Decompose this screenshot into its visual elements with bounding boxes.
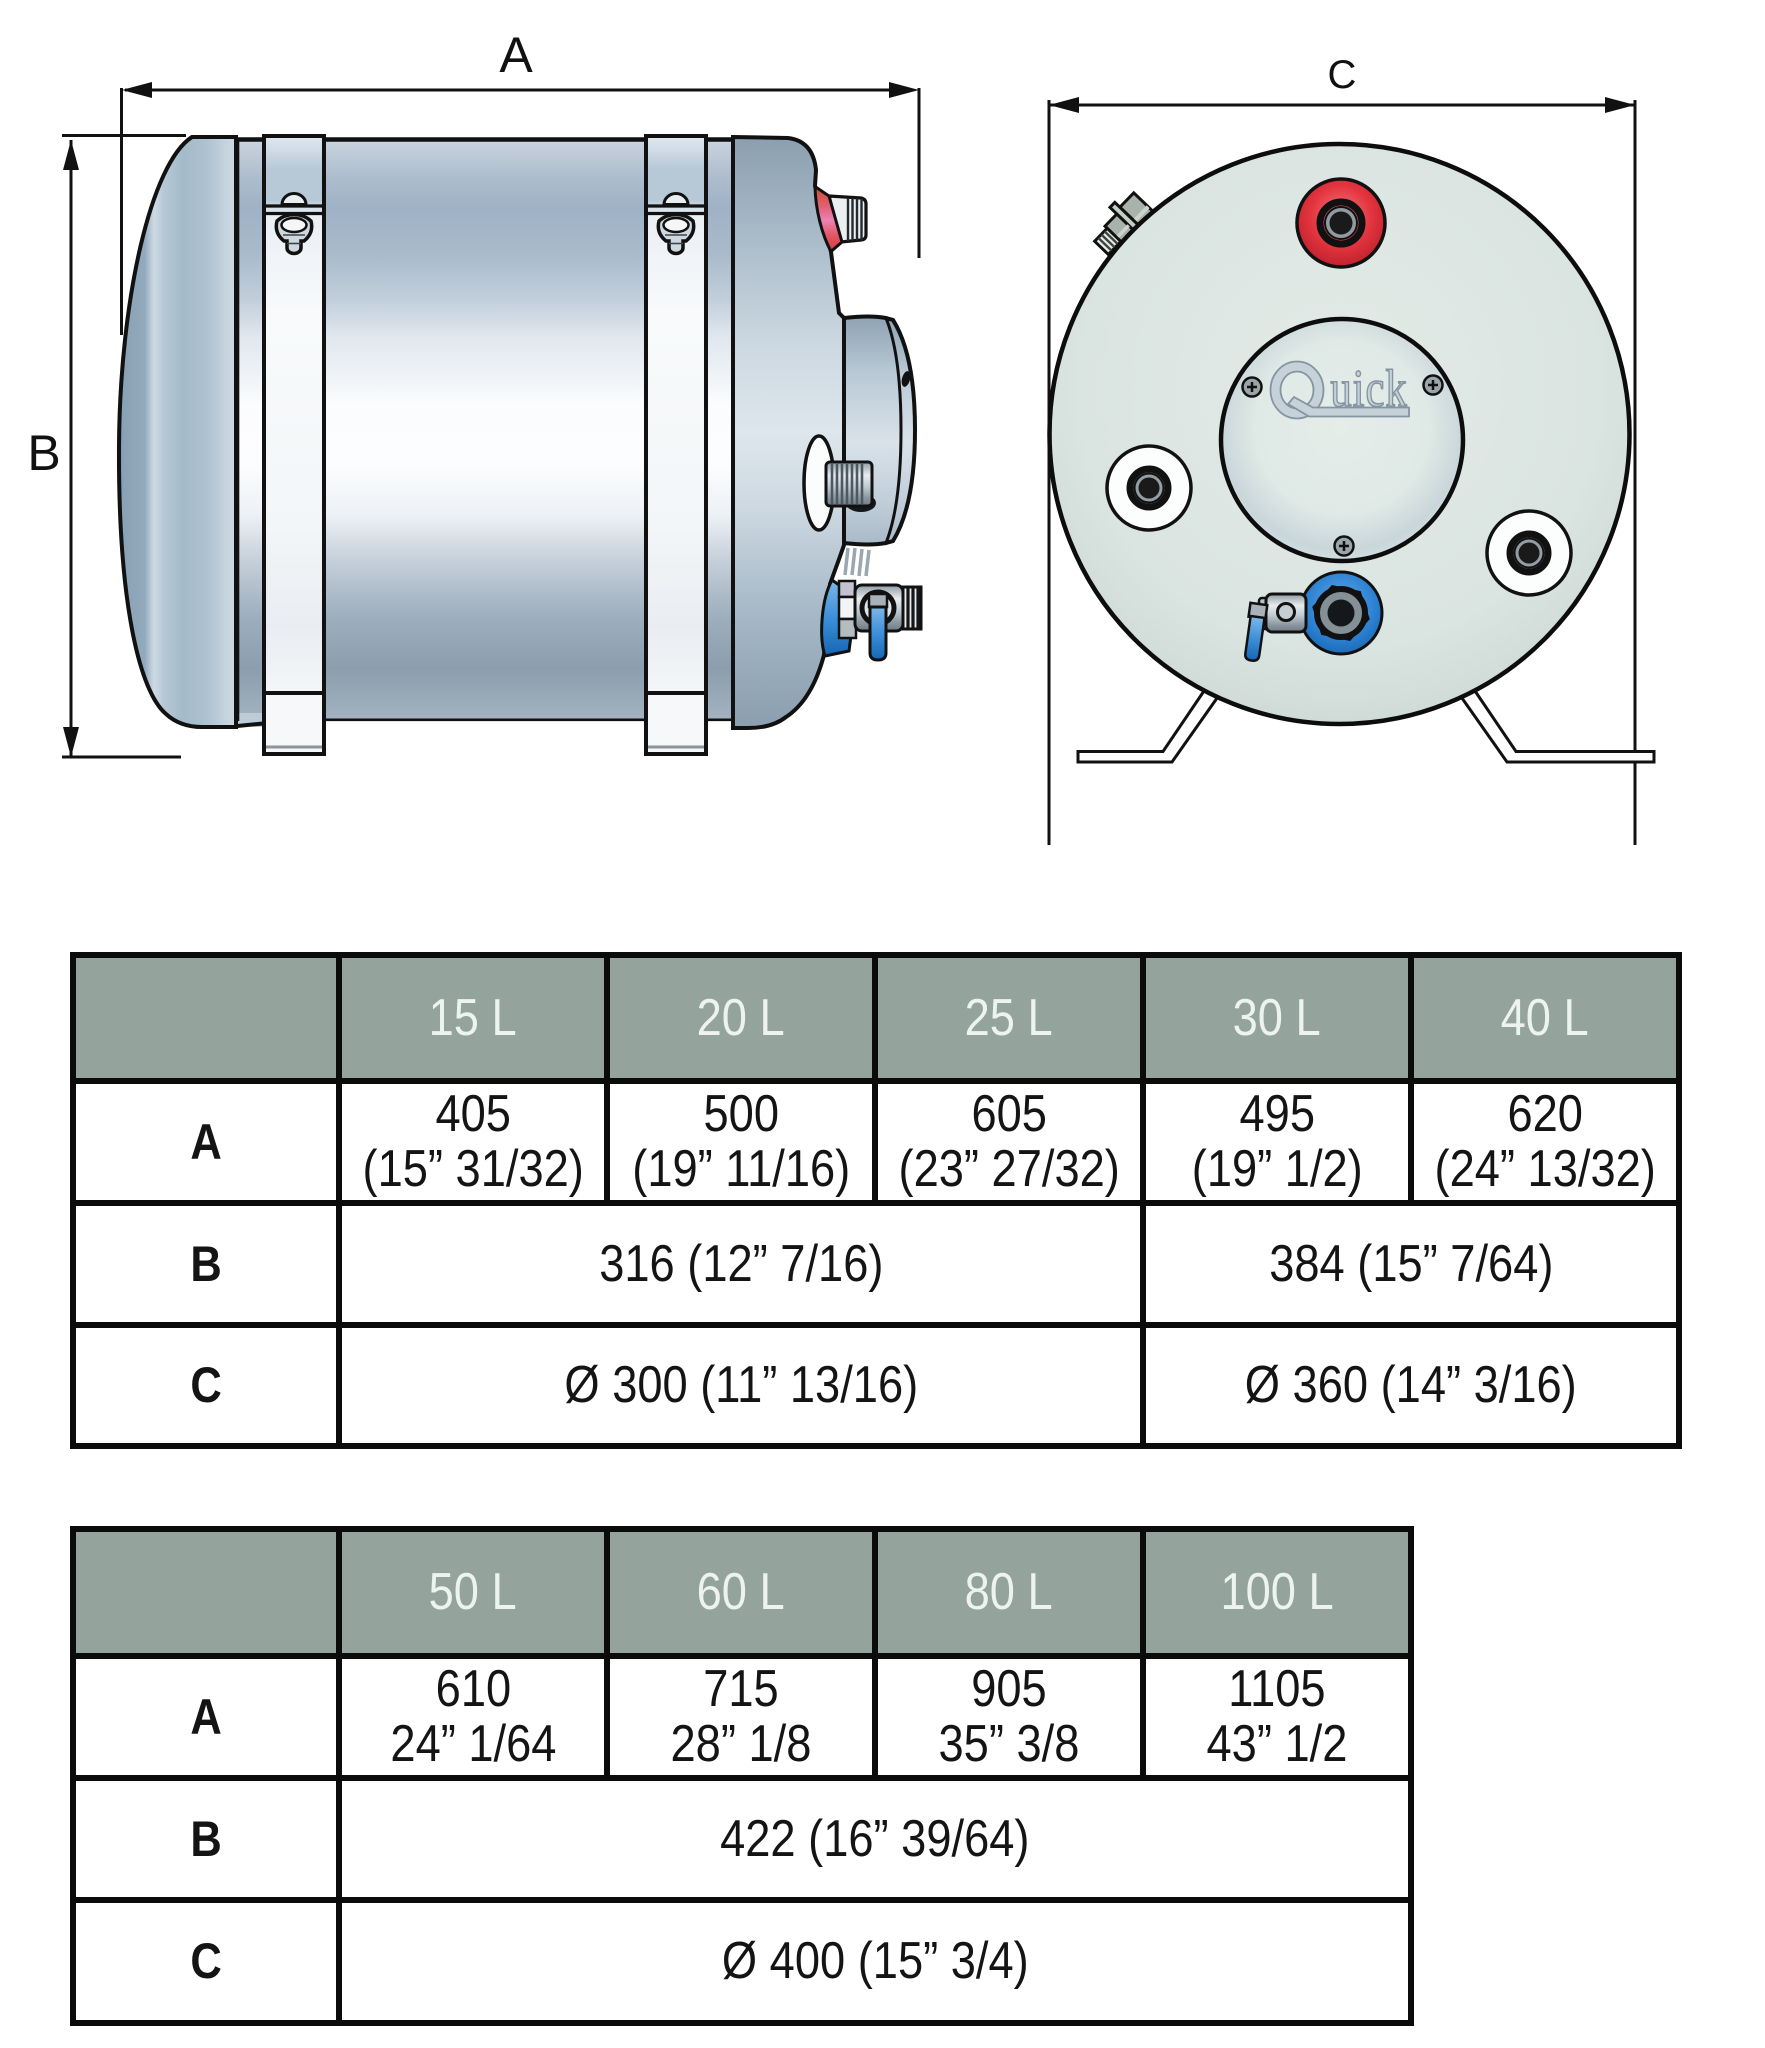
svg-text:C: C	[1328, 53, 1357, 97]
svg-text:A: A	[499, 27, 533, 83]
svg-text:B: B	[27, 425, 60, 481]
svg-text:uick: uick	[1330, 360, 1407, 418]
